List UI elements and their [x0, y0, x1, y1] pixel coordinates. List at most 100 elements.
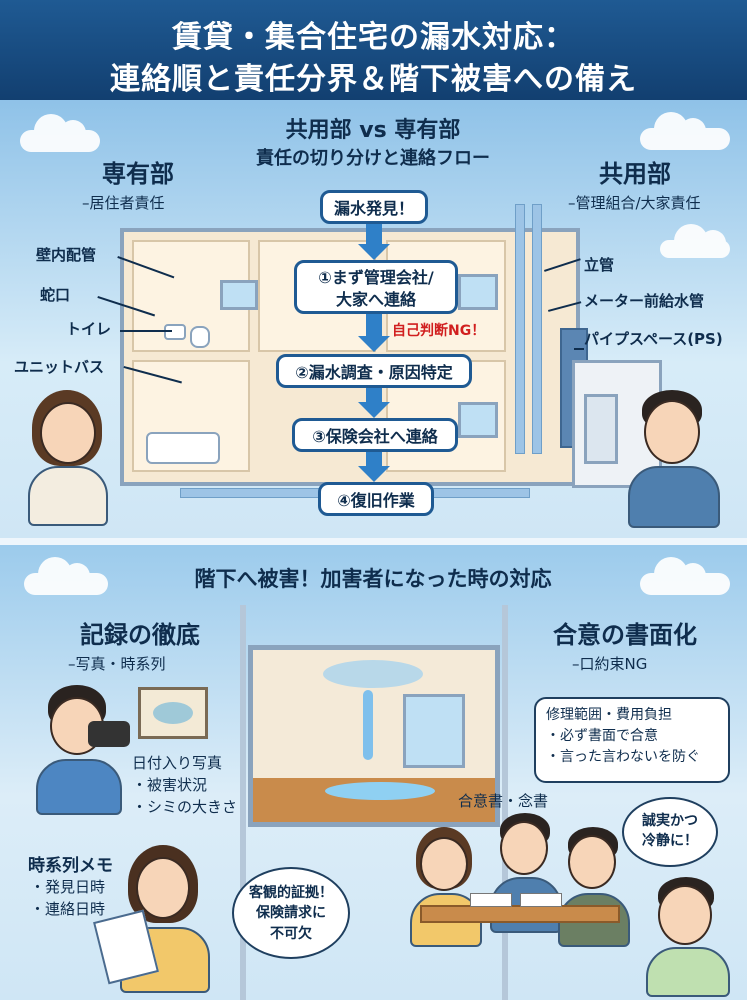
toilet-icon	[190, 326, 210, 348]
advice-line-2: 冷静に！	[642, 833, 698, 850]
label-faucet: 蛇口	[40, 286, 71, 304]
flow-start-box: 漏水発見！	[320, 190, 428, 224]
leader-line	[574, 348, 584, 350]
document-icon	[520, 893, 562, 907]
flow-step4-box: ④復旧作業	[318, 482, 434, 516]
window	[458, 402, 498, 438]
torso	[628, 466, 720, 528]
advice-bubble: 誠実かつ 冷静に！	[622, 797, 718, 867]
flow-arrow-head	[358, 402, 390, 418]
meeting-woman-illustration	[406, 827, 486, 947]
evidence-line-2: 保険請求に	[256, 905, 326, 922]
sink-icon	[164, 324, 186, 340]
meeting-table	[420, 905, 620, 923]
record-subtitle: –写真・時系列	[68, 655, 166, 673]
photo-item-damage: ・被害状況	[132, 776, 208, 794]
face	[568, 835, 616, 889]
flow-arrow	[366, 452, 382, 468]
label-riser: 立管	[584, 256, 615, 274]
flow-arrow	[366, 314, 382, 338]
agreement-line-3: ・言った言わないを防ぐ	[546, 749, 700, 765]
flow-arrow	[366, 224, 382, 246]
flow-step1-line1: ①まず管理会社/	[318, 268, 434, 287]
title-line-1: 賃貸・集合住宅の漏水対応：	[172, 20, 575, 55]
leader-line	[120, 330, 172, 332]
label-meter-pipe: メーター前給水管	[584, 292, 705, 310]
flow-arrow-head	[358, 336, 390, 352]
flow-arrow-head	[358, 244, 390, 260]
agreement-title: 合意の書面化	[553, 621, 697, 649]
face	[40, 402, 96, 464]
advisor-man-illustration	[638, 877, 738, 997]
cloud-icon	[660, 224, 730, 258]
building-wall	[240, 605, 246, 1000]
agreement-subtitle: –口約束NG	[572, 655, 648, 673]
water-drop-icon	[363, 690, 373, 760]
self-judgement-warning: 自己判断NG！	[392, 323, 486, 339]
torso	[36, 759, 122, 815]
evidence-bubble: 客観的証拠！ 保険請求に 不可欠	[232, 867, 350, 959]
water-puddle	[325, 782, 435, 800]
document-icon	[470, 893, 512, 907]
common-subtitle: –管理組合/大家責任	[568, 194, 701, 212]
evidence-line-3: 不可欠	[270, 925, 312, 942]
room	[132, 360, 250, 472]
section1-subheading: 責任の切り分けと連絡フロー	[256, 148, 490, 169]
face	[658, 885, 712, 945]
window	[403, 694, 465, 768]
cloud-icon	[640, 557, 730, 595]
memo-item-discovery: ・発見日時	[30, 878, 106, 896]
flow-arrow	[366, 388, 382, 404]
bathtub-icon	[146, 432, 220, 464]
common-title: 共用部	[599, 160, 671, 188]
title-banner: 賃貸・集合住宅の漏水対応： 連絡順と責任分界＆階下被害への備え	[0, 0, 747, 100]
advice-line-1: 誠実かつ	[642, 813, 698, 829]
section2-heading: 階下へ被害！加害者になった時の対応	[194, 567, 552, 591]
photographer-illustration	[30, 685, 140, 815]
torso	[646, 947, 730, 997]
window	[458, 274, 498, 310]
flow-step1-box: ①まず管理会社/ 大家へ連絡	[294, 260, 458, 314]
private-subtitle: –居住者責任	[82, 194, 165, 212]
door	[584, 394, 618, 464]
document-label: 合意書・念書	[458, 792, 549, 810]
cloud-icon	[20, 114, 100, 152]
agreement-bubble: 修理範囲・費用負担 ・必ず書面で合意 ・言った言わないを防ぐ	[534, 697, 730, 783]
face	[420, 837, 468, 891]
record-title: 記録の徹底	[80, 621, 200, 649]
flow-step1-line2: 大家へ連絡	[335, 289, 416, 309]
memo-item-contact: ・連絡日時	[30, 900, 106, 918]
photo-item-stain-size: ・シミの大きさ	[132, 798, 238, 816]
flow-step2-box: ②漏水調査・原因特定	[276, 354, 472, 388]
manager-man-illustration	[612, 390, 732, 530]
ceiling-stain	[323, 660, 423, 688]
face	[644, 400, 700, 464]
label-unit-bath: ユニットバス	[14, 358, 105, 376]
face	[500, 821, 548, 875]
label-wall-pipe: 壁内配管	[36, 246, 97, 264]
stain-icon	[153, 702, 193, 724]
section1-heading: 共用部 vs 専有部	[285, 118, 461, 143]
section-responsibility: 共用部 vs 専有部 責任の切り分けと連絡フロー 専有部 –居住者責任 共用部 …	[0, 100, 747, 538]
photo-item-dated: 日付入り写真	[132, 754, 223, 772]
section-downstairs-damage: 階下へ被害！加害者になった時の対応 記録の徹底 –写真・時系列 合意の書面化 –…	[0, 545, 747, 1000]
cloud-icon	[24, 557, 108, 595]
flow-step3-box: ③保険会社へ連絡	[292, 418, 458, 452]
face	[136, 857, 190, 919]
private-title: 専有部	[102, 160, 174, 188]
agreement-line-1: 修理範囲・費用負担	[546, 707, 672, 723]
resident-woman-illustration	[20, 390, 130, 530]
leak-room	[248, 645, 500, 827]
flow-arrow-head	[358, 466, 390, 482]
riser-pipe	[532, 204, 542, 454]
memo-title: 時系列メモ	[28, 856, 113, 876]
riser-pipe	[515, 204, 525, 454]
building-wall	[502, 605, 508, 1000]
cloud-icon	[640, 112, 730, 150]
meeting-neighbor-illustration	[554, 827, 634, 947]
evidence-line-1: 客観的証拠！	[249, 885, 333, 901]
window	[220, 280, 258, 310]
title-line-2: 連絡順と責任分界＆階下被害への備え	[110, 62, 637, 97]
agreement-line-2: ・必ず書面で合意	[546, 728, 658, 744]
label-pipe-space: パイプスペース(PS)	[584, 330, 723, 348]
